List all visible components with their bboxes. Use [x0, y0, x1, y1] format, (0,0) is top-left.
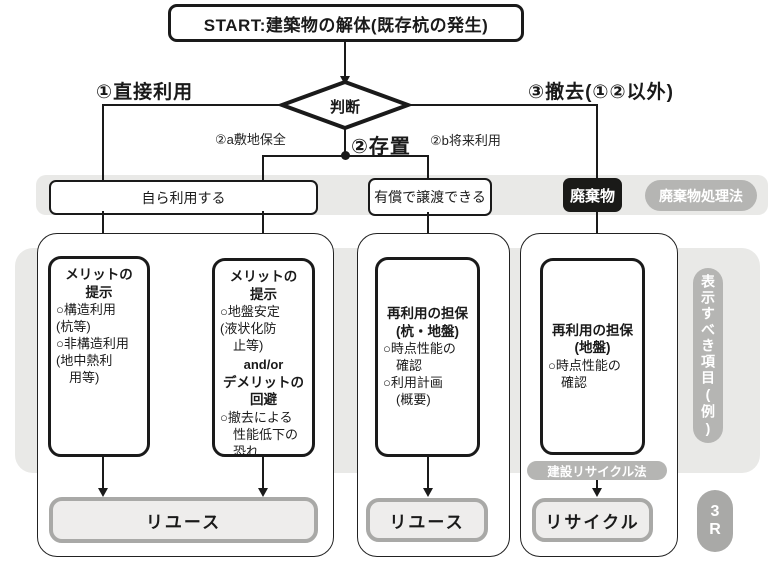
- waste-law-label: 廃棄物処理法: [659, 187, 743, 204]
- recycle-law-label: 建設リサイクル法: [547, 465, 647, 479]
- arrowhead-recycle: [592, 488, 602, 497]
- connector-waste-box4: [596, 212, 598, 248]
- paid-transfer-box: 有償で譲渡できる: [368, 178, 492, 216]
- reuse-guarantee-pile-body: ○時点性能の 確認 ○利用計画 (概要): [383, 341, 456, 407]
- three-r-label: 3 R: [709, 503, 721, 538]
- arrowhead-reuse-left2: [258, 488, 268, 497]
- arrowhead-reuse-left1: [98, 488, 108, 497]
- start-label: START:建築物の解体(既存杭の発生): [203, 15, 489, 35]
- reuse-guarantee-pile-title: 再利用の担保 (杭・地盤): [387, 306, 468, 339]
- waste-label: 廃棄物: [569, 187, 615, 205]
- reuse-bar-mid: リユース: [366, 498, 488, 542]
- branch2-junction-dot: [341, 151, 350, 160]
- self-use-label: 自ら利用する: [141, 189, 226, 206]
- connector-box2-reuse: [262, 457, 264, 490]
- reuse-bar-mid-label: リユース: [389, 512, 465, 532]
- branch1-vertical-line: [102, 104, 104, 182]
- paid-transfer-label: 有償で譲渡できる: [374, 189, 486, 205]
- reuse-bar-left: リユース: [49, 497, 318, 543]
- reuse-guarantee-pile-box: 再利用の担保 (杭・地盤) ○時点性能の 確認 ○利用計画 (概要): [375, 257, 480, 457]
- merit-box-structural-body: ○構造利用 (杭等) ○非構造利用 (地中熱利 用等): [56, 302, 129, 385]
- self-use-box: 自ら利用する: [49, 180, 318, 215]
- display-items-pill: 表示すべき項目(例): [693, 268, 723, 443]
- merit-demerit-box: メリットの 提示 ○地盤安定 (液状化防 止等) and/or デメリットの 回…: [212, 258, 315, 459]
- branch2-stem-line: [344, 127, 346, 157]
- reuse-guarantee-ground-title: 再利用の担保 (地盤): [552, 322, 633, 356]
- merit-demerit-title2: デメリットの 回避: [223, 374, 304, 408]
- three-r-pill: 3 R: [697, 490, 733, 552]
- merit-box-structural-title: メリットの 提示: [65, 267, 133, 300]
- reuse-guarantee-ground-body: ○時点性能の 確認: [548, 357, 621, 390]
- branch-label-removal: ③撤去(①②以外): [528, 82, 674, 103]
- branch-label-site-preservation: ②a敷地保全: [215, 132, 286, 147]
- arrowhead-reuse-mid: [423, 488, 433, 497]
- connector-box1-reuse: [102, 457, 104, 490]
- waste-law-pill: 廃棄物処理法: [645, 180, 757, 211]
- branch2b-vertical-line: [427, 155, 429, 180]
- reuse-guarantee-ground-box: 再利用の担保 (地盤) ○時点性能の 確認: [540, 258, 645, 455]
- merit-box-structural: メリットの 提示 ○構造利用 (杭等) ○非構造利用 (地中熱利 用等): [48, 256, 150, 457]
- waste-box: 廃棄物: [563, 178, 622, 212]
- branch-label-leave-in-place: ②存置: [351, 136, 411, 158]
- decision-label: 判断: [329, 99, 360, 116]
- merit-demerit-body2: ○撤去による 性能低下の 恐れ: [220, 409, 299, 459]
- connector-selfuse-box1: [102, 211, 104, 248]
- connector-paid-box3: [427, 212, 429, 248]
- recycle-bar: リサイクル: [532, 498, 653, 542]
- merit-demerit-title1: メリットの 提示: [229, 269, 298, 302]
- reuse-bar-left-label: リユース: [145, 512, 222, 532]
- connector-box4-recycle: [596, 480, 598, 490]
- branch2a-vertical-line: [262, 155, 264, 182]
- recycle-law-pill: 建設リサイクル法: [527, 461, 667, 480]
- connector-box3-reuse: [427, 457, 429, 490]
- display-items-label: 表示すべき項目(例): [700, 273, 716, 438]
- recycle-bar-label: リサイクル: [545, 512, 640, 532]
- merit-demerit-andor: and/or: [243, 356, 284, 372]
- connector-start-decision: [344, 36, 346, 80]
- branch3-vertical-line: [596, 104, 598, 180]
- start-node: START:建築物の解体(既存杭の発生): [168, 4, 524, 42]
- connector-selfuse-box2: [262, 211, 264, 248]
- branch-label-direct-use: ①直接利用: [96, 82, 194, 103]
- branch-label-future-use: ②b将来利用: [430, 133, 501, 148]
- merit-demerit-body1: ○地盤安定 (液状化防 止等): [220, 304, 280, 353]
